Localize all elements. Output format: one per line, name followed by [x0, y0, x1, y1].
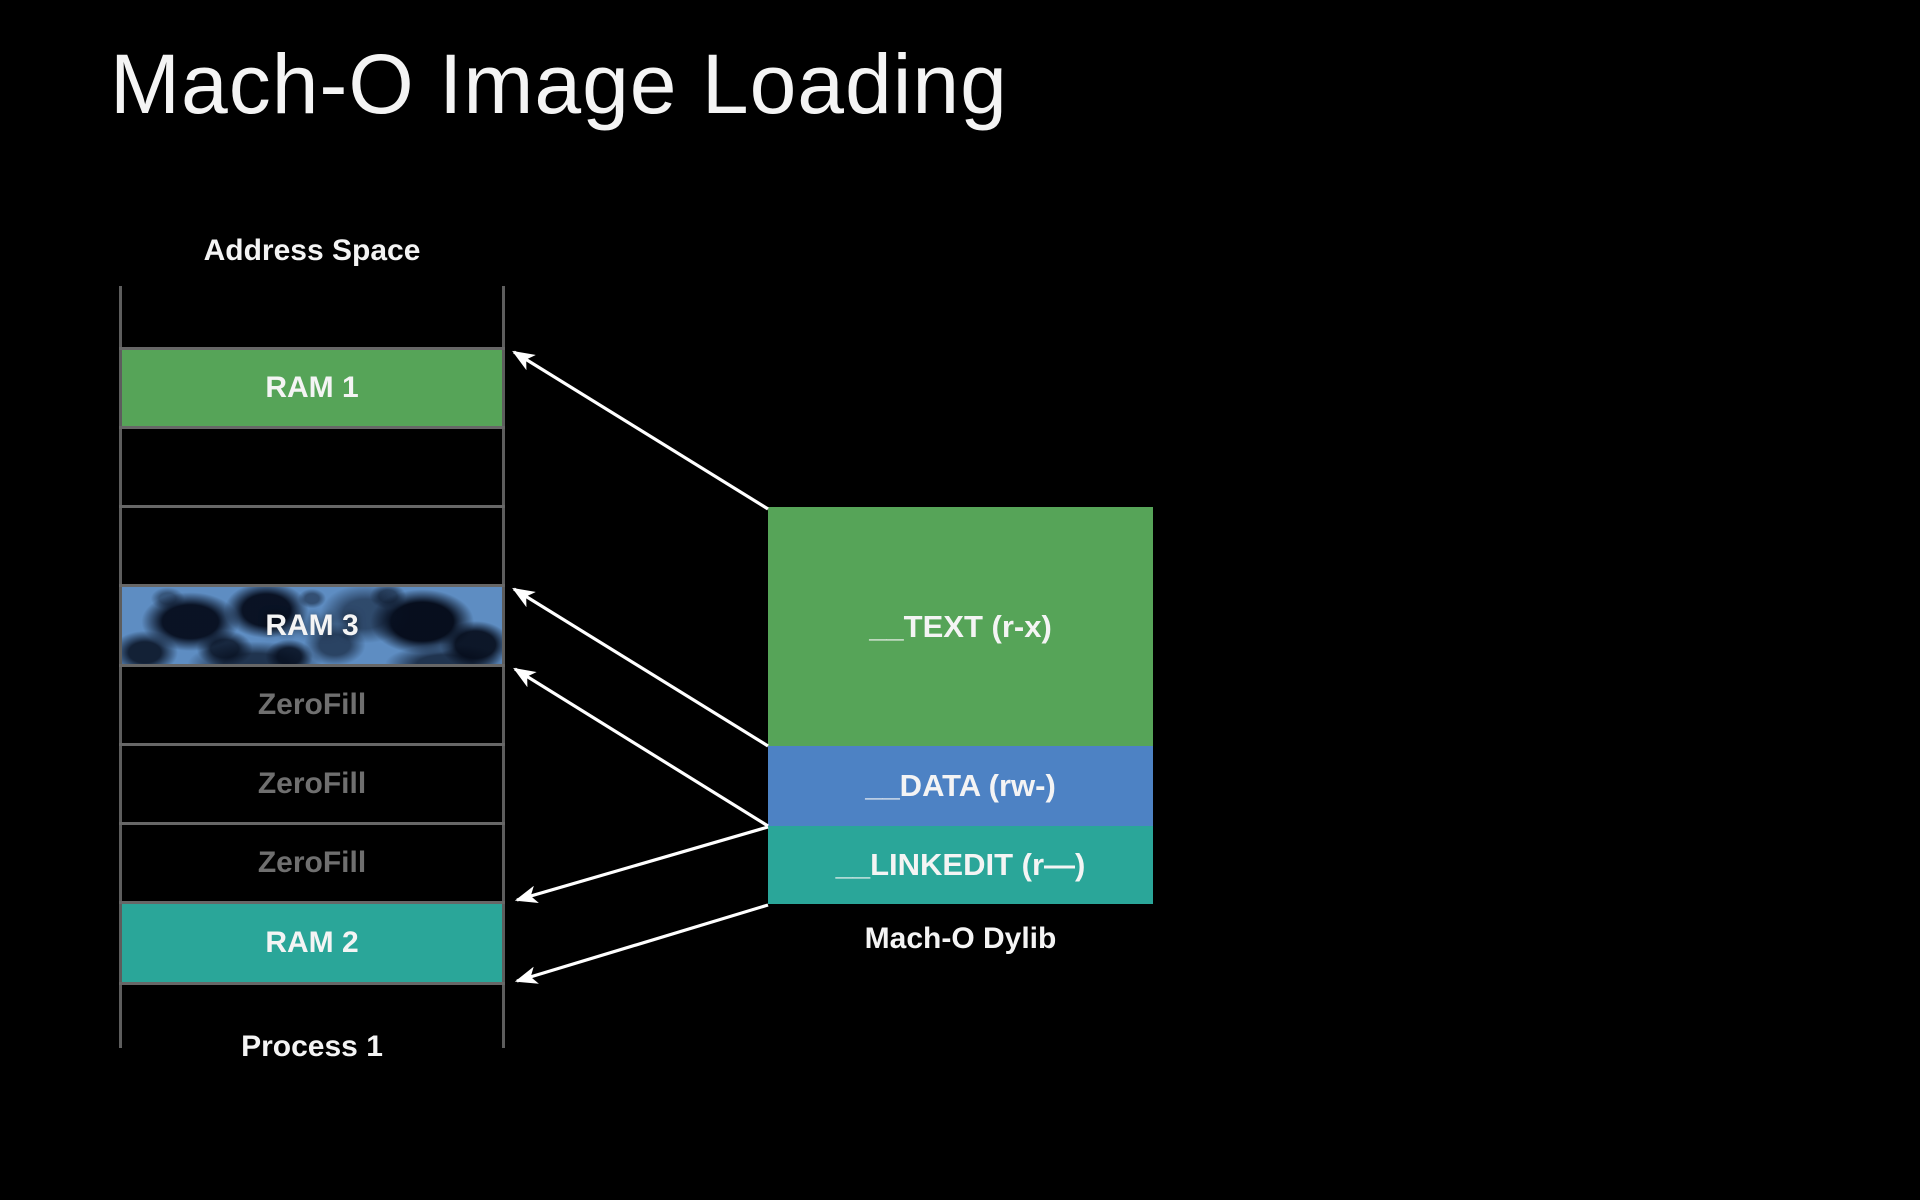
segment-linkedit-label: __LINKEDIT (r—) [835, 847, 1086, 882]
page-title: Mach-O Image Loading [110, 37, 1008, 131]
segment-text-label: __TEXT (r-x) [869, 608, 1052, 644]
ladder-rung [119, 584, 505, 587]
arrow-linkedit-top-to-ram2-top [514, 825, 769, 903]
zerofill-row-1: ZeroFill [122, 667, 502, 743]
arrow-data-bottom-to-ram3-bottom [513, 667, 769, 828]
segment-data-label: __DATA (rw-) [865, 768, 1056, 803]
segment-text: __TEXT (r-x) [768, 507, 1153, 746]
ram1-label: RAM 1 [265, 371, 359, 404]
ladder-rung [119, 743, 505, 746]
ladder-rung [119, 982, 505, 985]
ram3-block: RAM 3 [122, 587, 502, 664]
ram2-label: RAM 2 [265, 926, 359, 959]
address-space-label: Address Space [203, 234, 421, 267]
process-label: Process 1 [241, 1030, 383, 1063]
zerofill-label-1: ZeroFill [257, 688, 367, 721]
segment-linkedit: __LINKEDIT (r—) [768, 826, 1153, 904]
ram1-block: RAM 1 [122, 350, 502, 426]
ram2-block: RAM 2 [122, 904, 502, 982]
zerofill-row-2: ZeroFill [122, 746, 502, 822]
ladder-rung [119, 347, 505, 350]
ladder-rung [119, 426, 505, 429]
ladder-rung [119, 664, 505, 667]
arrow-linkedit-bottom-to-ram2-bottom [514, 903, 769, 984]
arrow-text-to-ram1-top [512, 350, 769, 511]
zerofill-row-3: ZeroFill [122, 825, 502, 901]
ladder-rung [119, 901, 505, 904]
dylib-box: __TEXT (r-x) __DATA (rw-) __LINKEDIT (r—… [768, 507, 1153, 904]
dylib-label: Mach-O Dylib [864, 922, 1057, 955]
zerofill-label-2: ZeroFill [257, 767, 367, 800]
zerofill-label-3: ZeroFill [257, 846, 367, 879]
ladder-rung [119, 505, 505, 508]
ram3-label: RAM 3 [265, 608, 359, 642]
segment-data: __DATA (rw-) [768, 746, 1153, 826]
arrow-data-top-to-ram3-top [512, 587, 769, 748]
ladder-left-rail [119, 286, 122, 1048]
ladder-right-rail [502, 286, 505, 1048]
ladder-rung [119, 822, 505, 825]
